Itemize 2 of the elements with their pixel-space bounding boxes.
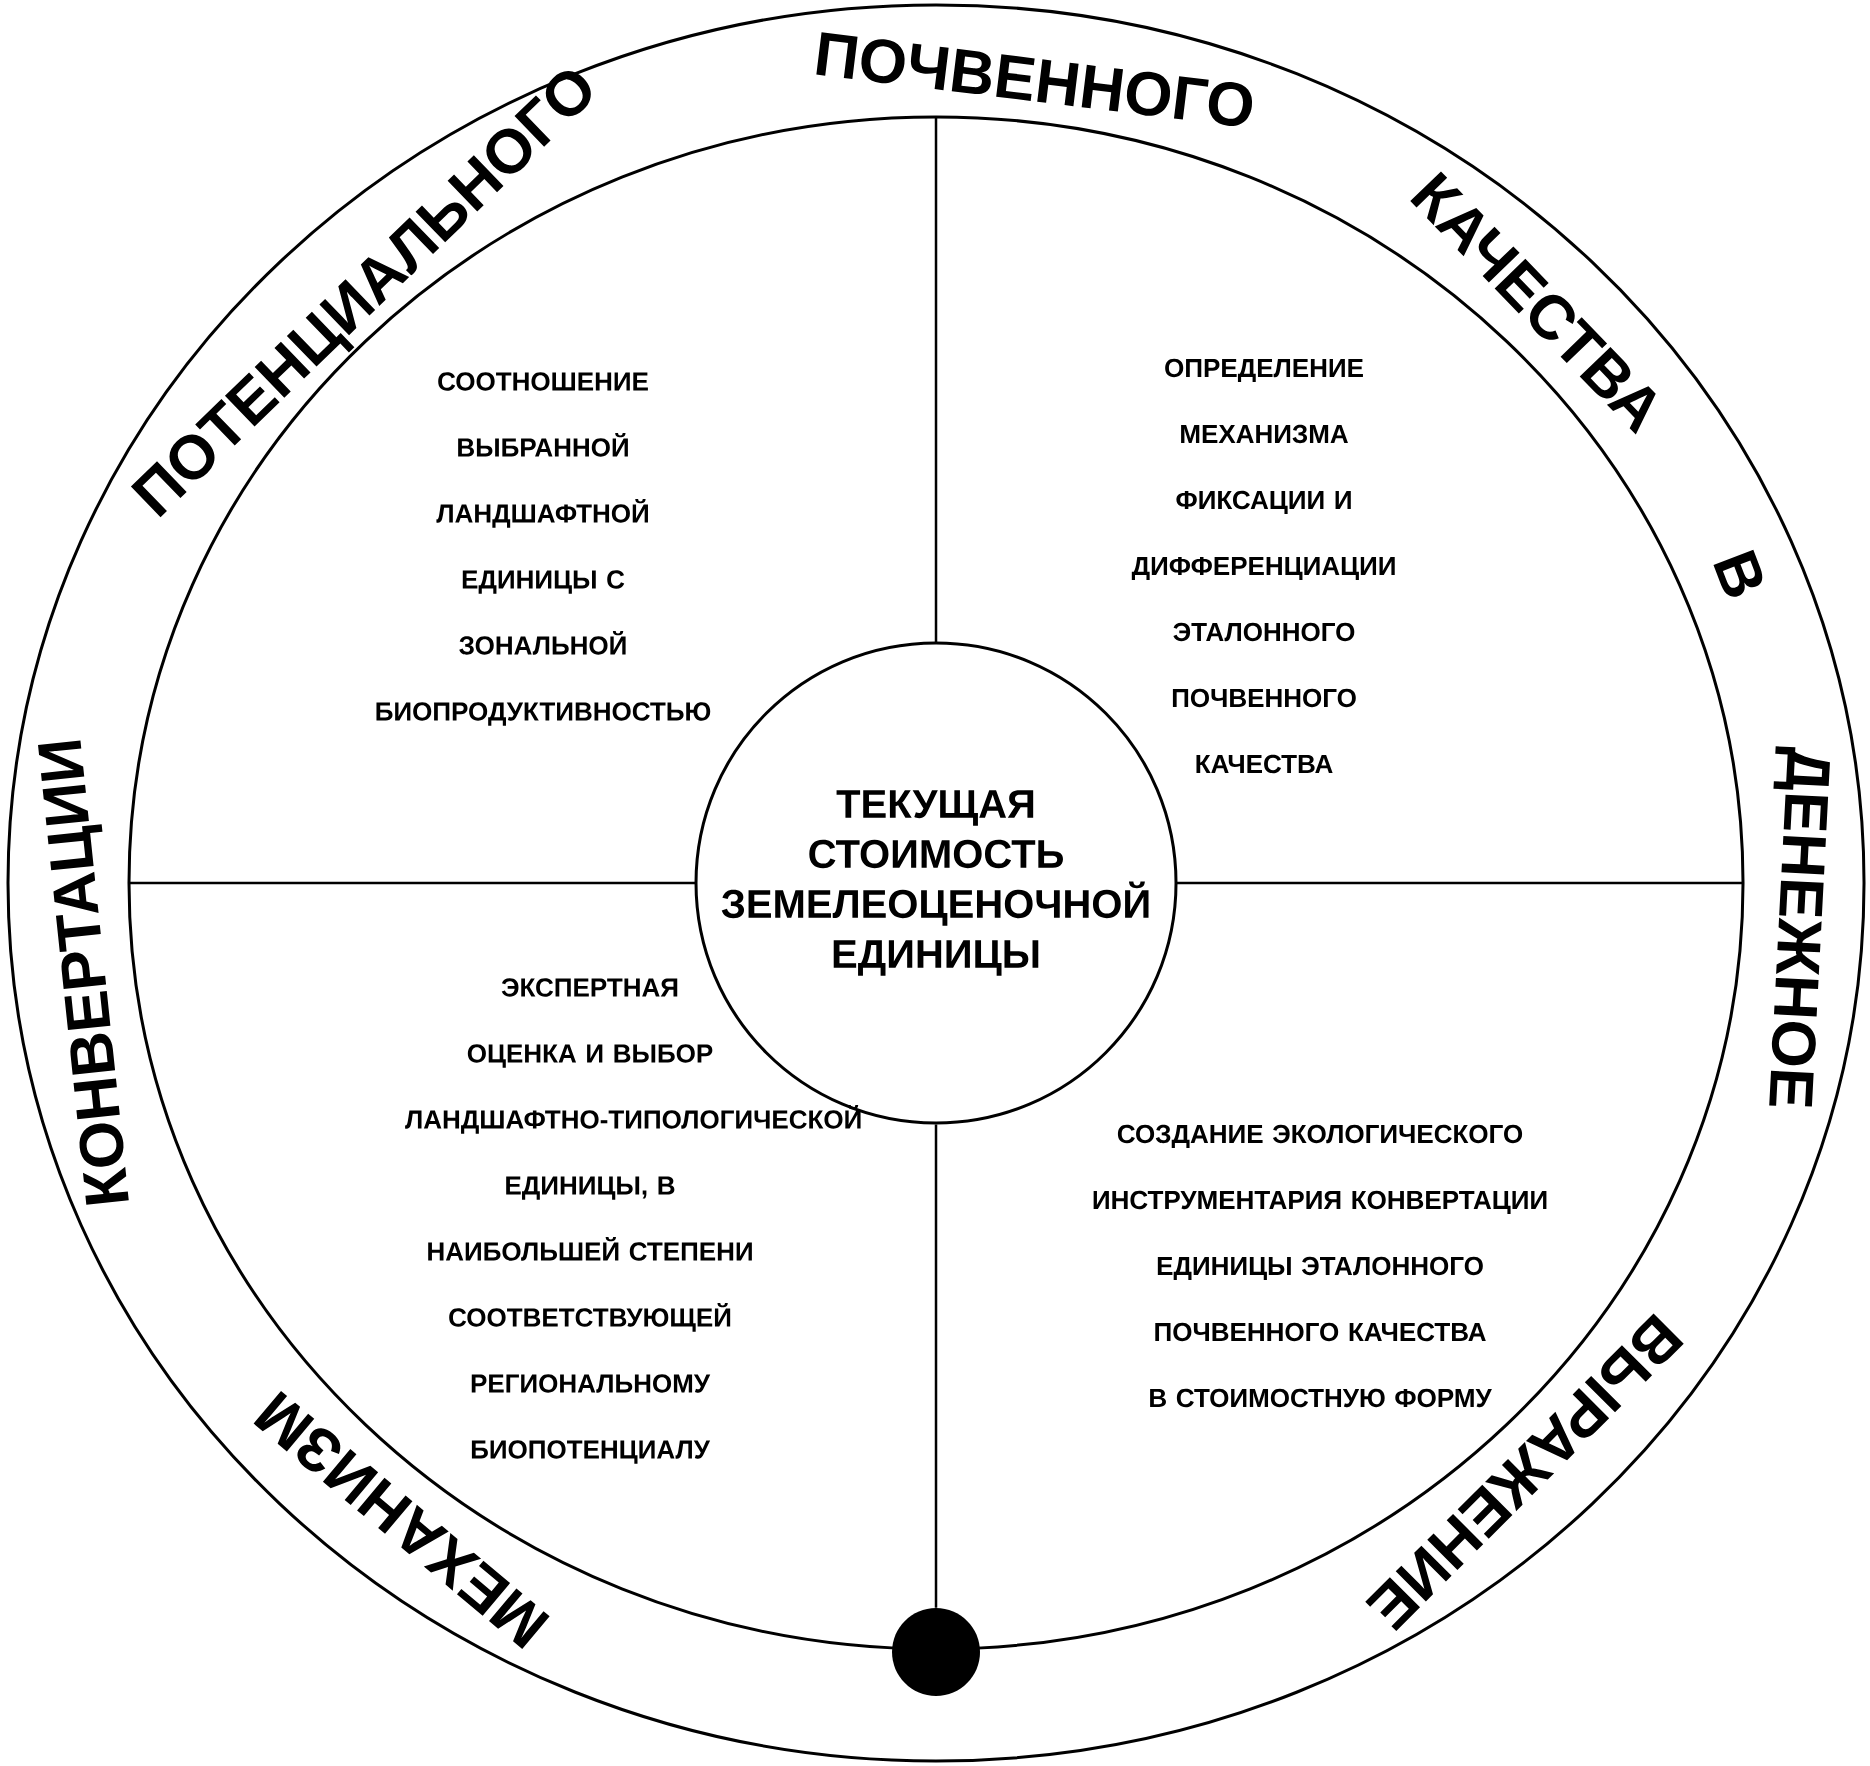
- connector-line: [934, 1124, 938, 1608]
- dot: [892, 1608, 980, 1696]
